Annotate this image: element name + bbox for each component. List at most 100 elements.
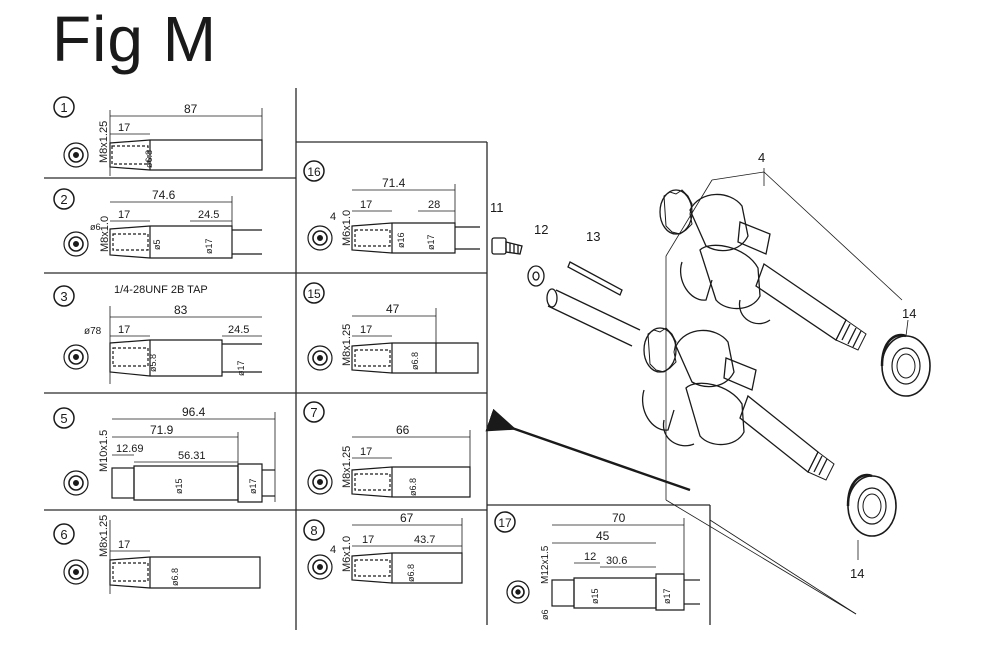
end-view — [307, 554, 333, 580]
direction-arrow — [485, 408, 691, 492]
panel-number-badge — [494, 511, 516, 533]
dimension-lines — [352, 184, 456, 223]
panel-number-badge — [53, 523, 75, 545]
callout-bearing-upper: 14 — [902, 306, 916, 321]
end-view — [307, 225, 333, 251]
thread-label: M8x1.25 — [341, 446, 353, 488]
dim-outer: ø17 — [426, 234, 436, 250]
dim-outer: ø17 — [204, 238, 214, 254]
end-view — [63, 470, 89, 496]
bearing-14-lower — [846, 473, 897, 537]
panel-5: 5 M10x1.5 96.4 71.9 12.69 56.31 ø15 ø17 — [53, 405, 276, 503]
panel-number: 3 — [60, 289, 67, 304]
dim-flange: 12.69 — [116, 443, 144, 455]
dim-length: 71.9 — [150, 423, 174, 437]
end-view — [63, 559, 89, 585]
figure-title: Fig M — [52, 3, 217, 75]
dim-bore: ø6 — [90, 222, 101, 232]
dimension-lines — [352, 518, 463, 553]
shaft-body — [109, 556, 261, 589]
panel-2: 2 M8x1.0 74.6 17 24.5 ø6 ø5 ø17 — [53, 188, 262, 259]
dim-body: 30.6 — [606, 555, 627, 567]
dim-thread-depth: 17 — [118, 539, 130, 551]
end-view — [506, 580, 530, 604]
bolt-11 — [491, 237, 523, 255]
thread-label: M8x1.25 — [98, 121, 110, 163]
panel-17: 17 M12x1.5 70 45 12 30.6 ø6 ø15 ø17 — [494, 511, 700, 620]
dim-length: 45 — [596, 529, 610, 543]
shaft-body — [109, 225, 262, 259]
thread-label: M8x1.0 — [99, 216, 111, 252]
dim-length: 47 — [386, 302, 400, 316]
dim-thread-depth: 17 — [118, 324, 130, 336]
end-view — [63, 231, 89, 257]
panel-16: 16 M6x1.0 71.4 17 28 4 ø16 ø17 — [303, 160, 480, 254]
thread-label: M12x1.5 — [540, 545, 551, 584]
callout-bearing-lower: 14 — [850, 566, 864, 581]
dimension-lines — [552, 518, 685, 574]
thread-label: 1/4-28UNF 2B TAP — [114, 284, 208, 296]
panel-number: 5 — [60, 411, 67, 426]
end-view — [63, 142, 89, 168]
dim-outer: ø17 — [248, 478, 258, 494]
dim-diameter: ø6.8 — [408, 478, 418, 496]
dim-thread-depth: 17 — [360, 446, 372, 458]
crankshaft-upper — [659, 189, 867, 351]
dim-thread-depth: 17 — [360, 199, 372, 211]
washer-12 — [527, 265, 545, 287]
panel-number-badge — [53, 188, 75, 210]
panel-number-badge — [303, 282, 325, 304]
pin-13 — [567, 261, 623, 296]
end-view — [63, 344, 89, 370]
dim-inner: ø15 — [590, 588, 600, 604]
exploded-view — [485, 168, 931, 615]
thread-label: M8x1.25 — [341, 324, 353, 366]
dim-diameter: ø6.8 — [170, 568, 180, 586]
end-view — [307, 345, 333, 371]
dim-bore: 4 — [330, 211, 336, 223]
dim-bore: 4 — [330, 544, 336, 556]
dimension-lines — [110, 196, 233, 226]
thread-label: M6x1.0 — [341, 536, 353, 572]
dimension-lines — [352, 308, 437, 343]
dim-inner: ø5.8 — [148, 354, 158, 372]
callout-bolt: 11 — [490, 200, 504, 215]
panel-number: 15 — [307, 287, 321, 301]
panel-number-badge — [53, 96, 75, 118]
panel-3: 3 1/4-28UNF 2B TAP 83 17 24.5 ø78 ø5.8 ø… — [53, 284, 262, 384]
dim-inner: ø5 — [152, 239, 162, 250]
dim-section: 28 — [428, 199, 440, 211]
dimension-lines — [112, 412, 276, 502]
panel-grid — [44, 88, 711, 630]
crankshaft-lower — [642, 327, 835, 481]
panel-number-badge — [303, 519, 325, 541]
dim-section: 24.5 — [198, 209, 219, 221]
callout-crankshaft: 4 — [758, 150, 765, 165]
dim-outer: ø17 — [236, 360, 246, 376]
dim-overall: 70 — [612, 511, 626, 525]
panel-number: 17 — [498, 516, 512, 530]
panel-number-badge — [53, 285, 75, 307]
dim-thread-depth: 17 — [362, 534, 374, 546]
leader-lines — [665, 168, 909, 615]
panel-15: 15 M8x1.25 47 17 ø6.8 — [303, 282, 479, 374]
panel-number: 16 — [307, 165, 321, 179]
callouts: 4 11 12 13 14 14 — [490, 150, 916, 581]
panel-8: 8 M6x1.0 67 17 43.7 4 ø6.8 — [303, 511, 463, 584]
dim-bore: ø6 — [540, 609, 550, 620]
dim-diameter: ø6.8 — [410, 352, 420, 370]
thread-label: M6x1.0 — [341, 210, 353, 246]
dim-thread-depth: 17 — [118, 122, 130, 134]
dim-body: 43.7 — [414, 534, 435, 546]
dimension-lines — [109, 520, 150, 594]
sleeve — [546, 288, 641, 347]
shaft-body — [351, 342, 479, 374]
panel-number: 7 — [310, 405, 317, 420]
shaft-body — [351, 222, 480, 254]
dim-bore: ø78 — [84, 326, 102, 337]
panel-number-badge — [303, 160, 325, 182]
thread-label: M10x1.5 — [98, 430, 110, 472]
callout-pin: 13 — [586, 229, 600, 244]
panel-1: 1 M8x1.25 87 17 ø6.8 — [53, 96, 263, 176]
